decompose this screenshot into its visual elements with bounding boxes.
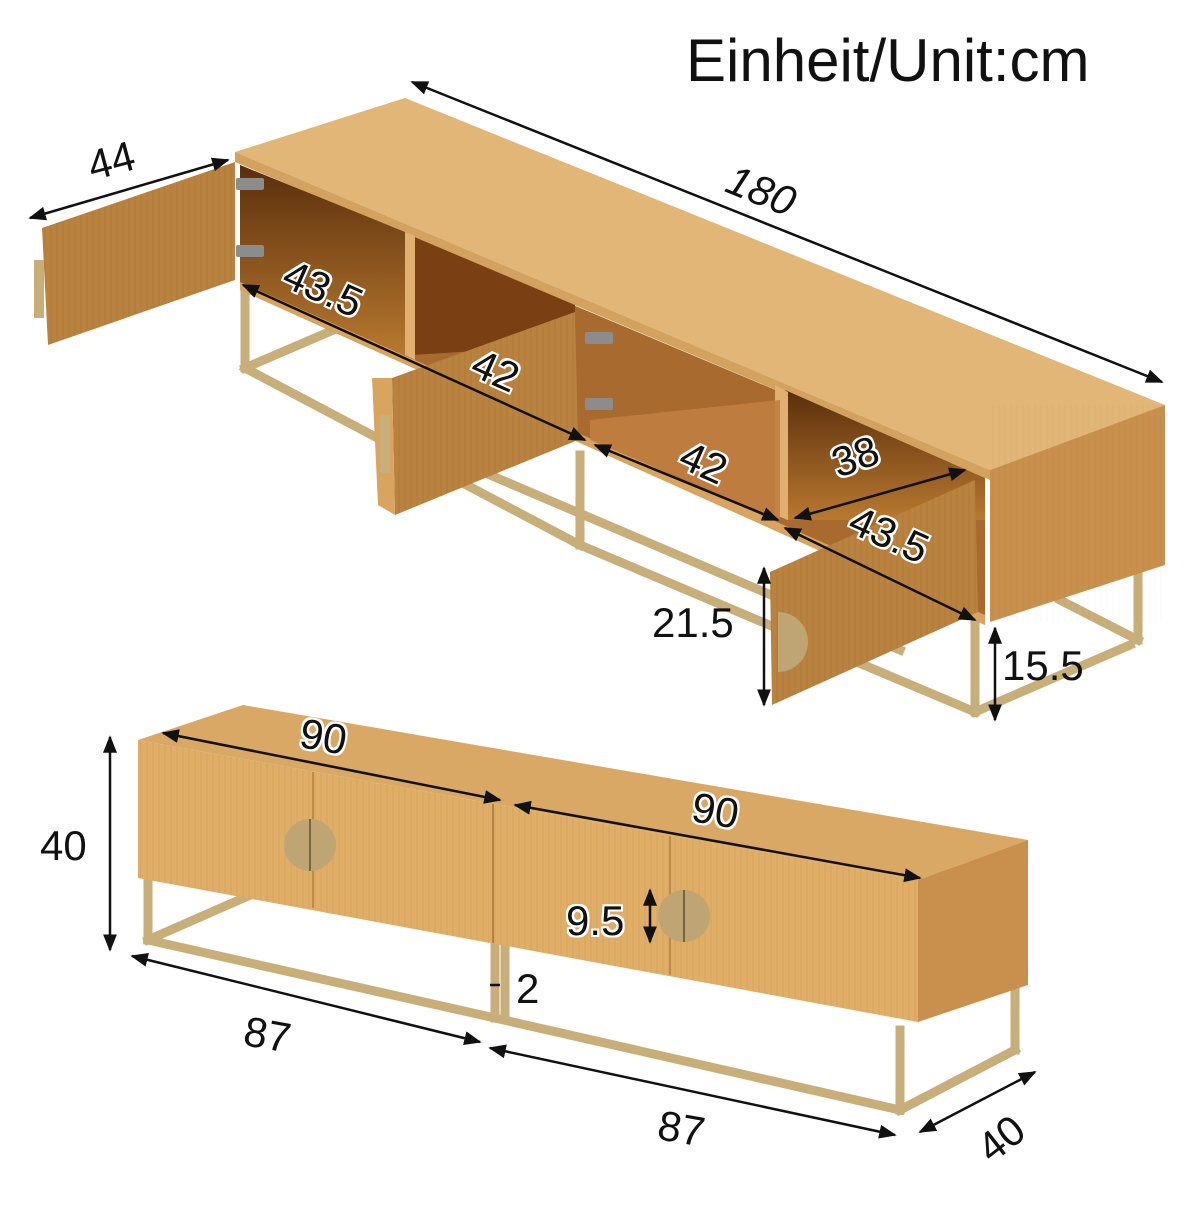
top-view-dimension-lines <box>28 80 1164 722</box>
dim-base-left-length: 87 <box>240 1007 295 1062</box>
unit-label: Einheit/Unit:cm <box>686 27 1090 94</box>
dim-top-left-width: 90 <box>296 709 351 764</box>
top-view-cabinet <box>34 98 1165 718</box>
dim-door-height: 21.5 <box>652 599 734 646</box>
dim-top-right-width: 90 <box>688 783 743 838</box>
dim-total-height: 40 <box>40 822 87 869</box>
door-handle-icons <box>284 819 710 942</box>
dim-base-right-length: 87 <box>654 1101 709 1156</box>
dim-frame-gap: 2 <box>516 965 540 1012</box>
dim-handle-height: 9.5 <box>566 897 625 944</box>
dim-leg-height: 15.5 <box>1002 642 1084 689</box>
bottom-view-dimension-lines <box>103 729 1037 1139</box>
